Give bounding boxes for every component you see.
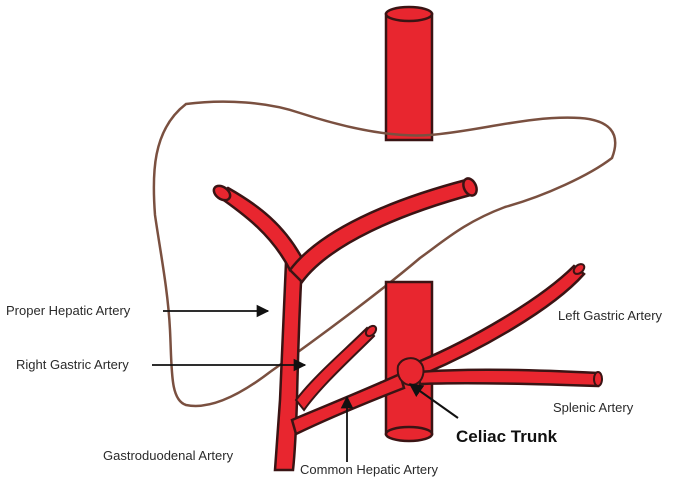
celiac-trunk-origin [396,357,425,386]
aorta-lower-end [384,425,434,443]
label-proper-hepatic-artery: Proper Hepatic Artery [6,303,131,318]
left-gastric-artery-vessel [416,264,586,376]
splenic-artery-vessel [416,368,600,388]
label-gastroduodenal-artery: Gastroduodenal Artery [103,448,234,463]
arrow-celiac-trunk [408,383,459,419]
label-left-gastric-artery: Left Gastric Artery [558,308,663,323]
liver-outline [152,100,617,408]
arteries [212,177,603,472]
label-right-gastric-artery: Right Gastric Artery [16,357,129,372]
label-celiac-trunk: Celiac Trunk [456,427,558,446]
left-hepatic-branch [288,178,476,284]
right-gastric-artery-vessel [294,326,376,412]
label-common-hepatic-artery: Common Hepatic Artery [300,462,438,477]
pointer-arrows [152,304,459,462]
label-splenic-artery: Splenic Artery [553,400,634,415]
aorta-upper [384,5,434,142]
right-hepatic-branch [215,186,306,272]
